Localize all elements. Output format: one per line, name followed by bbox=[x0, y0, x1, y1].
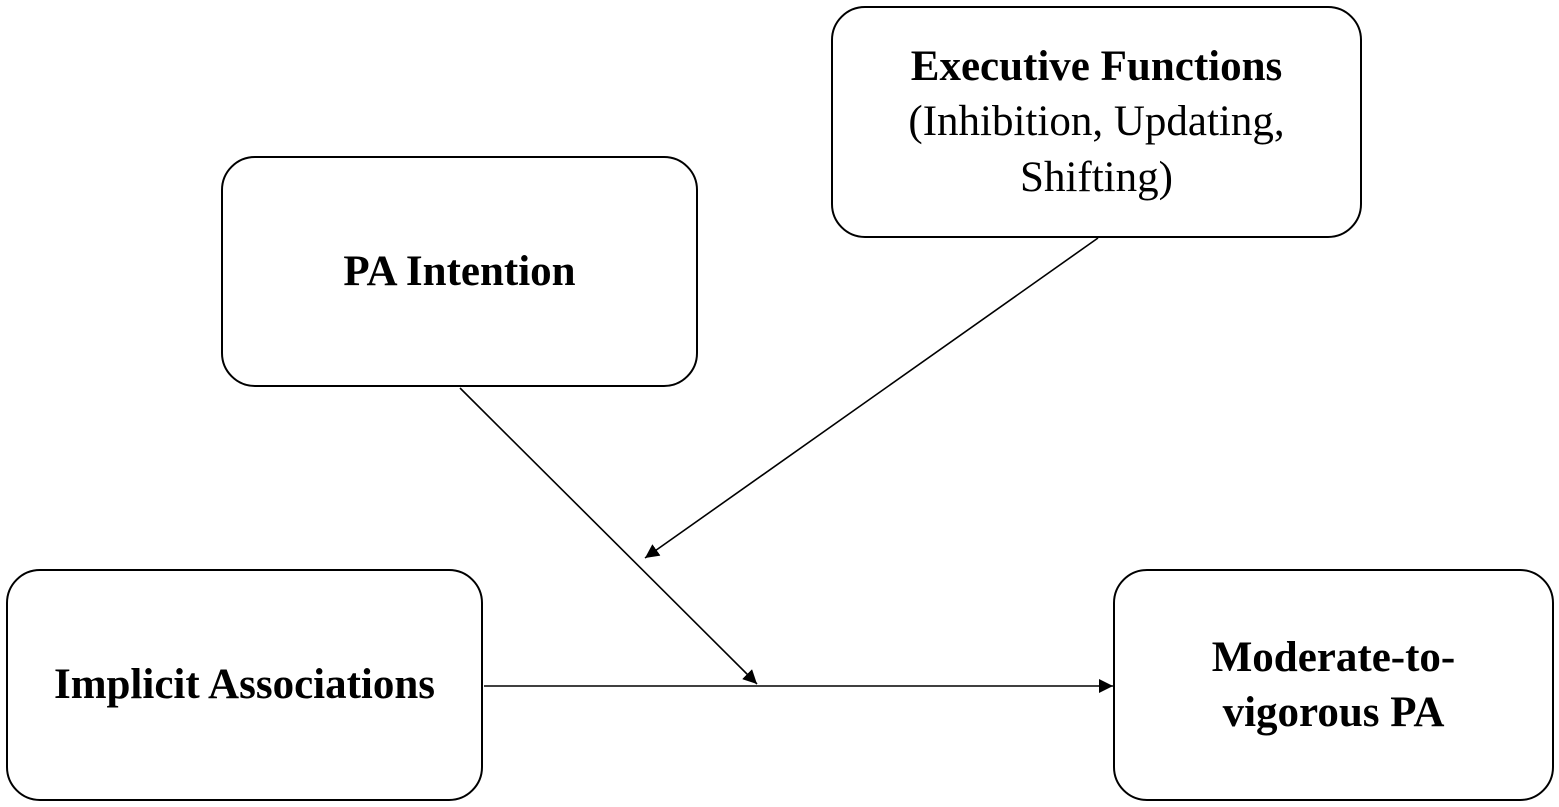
mvpa-label-line2: vigorous PA bbox=[1222, 689, 1445, 736]
arrow-executive-moderation bbox=[644, 237, 1099, 559]
executive-functions-subtitle-line1: (Inhibition, Updating, bbox=[908, 98, 1285, 146]
executive-functions-subtitle-line2: Shifting) bbox=[1020, 153, 1173, 201]
mvpa-box: Moderate-to- vigorous PA bbox=[1113, 569, 1554, 801]
executive-functions-title: Executive Functions bbox=[910, 43, 1283, 91]
implicit-associations-label: Implicit Associations bbox=[53, 661, 436, 709]
pa-intention-label: PA Intention bbox=[343, 247, 576, 295]
implicit-associations-box: Implicit Associations bbox=[6, 569, 483, 801]
executive-functions-box: Executive Functions (Inhibition, Updatin… bbox=[831, 6, 1362, 238]
arrow-intention-moderation bbox=[459, 387, 758, 685]
pa-intention-box: PA Intention bbox=[221, 156, 698, 387]
mvpa-label-line1: Moderate-to- bbox=[1211, 633, 1456, 681]
